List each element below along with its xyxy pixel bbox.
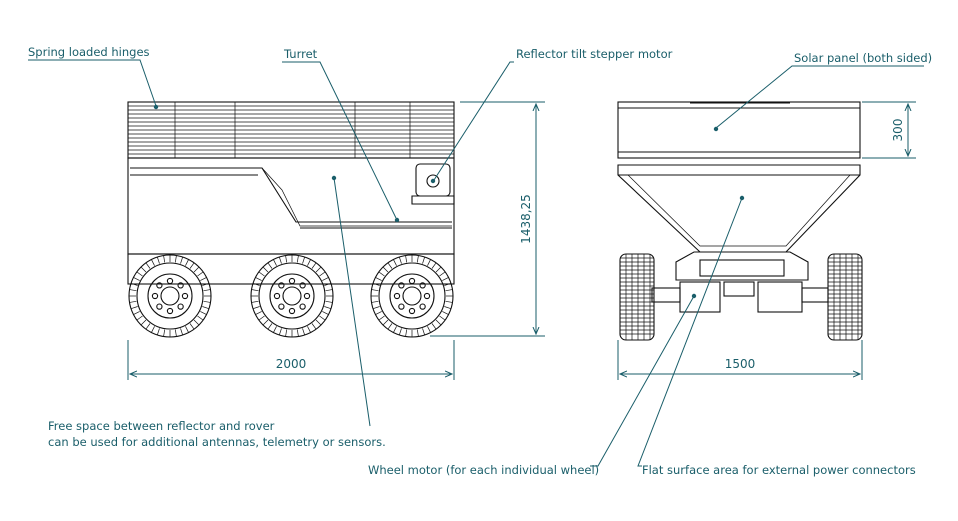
side-view xyxy=(127,101,455,338)
dim-side-height: 1438,25 xyxy=(430,101,545,337)
annotation-turret: Turret xyxy=(282,47,400,223)
front-motor-block xyxy=(651,251,829,313)
annotation-flat-surface: Flat surface area for external power con… xyxy=(637,195,916,477)
side-chassis xyxy=(127,253,455,285)
dim-side-length-value: 2000 xyxy=(276,357,307,371)
front-wheel-right xyxy=(827,253,863,341)
label-turret: Turret xyxy=(283,47,318,61)
dim-front-width-value: 1500 xyxy=(725,357,756,371)
wheel-3 xyxy=(370,254,454,338)
wheel-2 xyxy=(250,254,334,338)
dim-panel-height-value: 300 xyxy=(891,119,905,142)
front-wheel-left xyxy=(619,253,655,341)
annotation-reflector-motor: Reflector tilt stepper motor xyxy=(430,47,673,184)
front-solar-panel xyxy=(617,101,861,159)
annotation-solar-panel: Solar panel (both sided) xyxy=(713,51,932,132)
tilt-motor xyxy=(411,163,455,205)
front-hopper-body xyxy=(617,164,861,253)
annotation-free-space: Free space between reflector and rover c… xyxy=(48,175,386,449)
dim-panel-height: 300 xyxy=(862,101,916,159)
label-spring-hinges: Spring loaded hinges xyxy=(28,45,150,59)
dim-side-height-value: 1438,25 xyxy=(519,194,533,244)
connector-plate-right xyxy=(757,281,803,313)
dim-front-width: 1500 xyxy=(617,340,863,380)
label-free-space-line1: Free space between reflector and rover xyxy=(48,419,275,433)
side-body xyxy=(127,157,455,255)
label-solar-panel: Solar panel (both sided) xyxy=(794,51,932,65)
annotation-wheel-motor: Wheel motor (for each individual wheel) xyxy=(368,293,697,477)
front-view xyxy=(617,101,863,341)
label-free-space-line2: can be used for additional antennas, tel… xyxy=(48,435,386,449)
dim-side-length: 2000 xyxy=(127,340,455,380)
annotation-spring-hinges: Spring loaded hinges xyxy=(28,45,159,110)
label-wheel-motor: Wheel motor (for each individual wheel) xyxy=(368,463,599,477)
wheel-1 xyxy=(128,254,212,338)
side-solar-panel xyxy=(127,101,455,159)
label-reflector-motor: Reflector tilt stepper motor xyxy=(516,47,673,61)
label-flat-surface: Flat surface area for external power con… xyxy=(642,463,916,477)
